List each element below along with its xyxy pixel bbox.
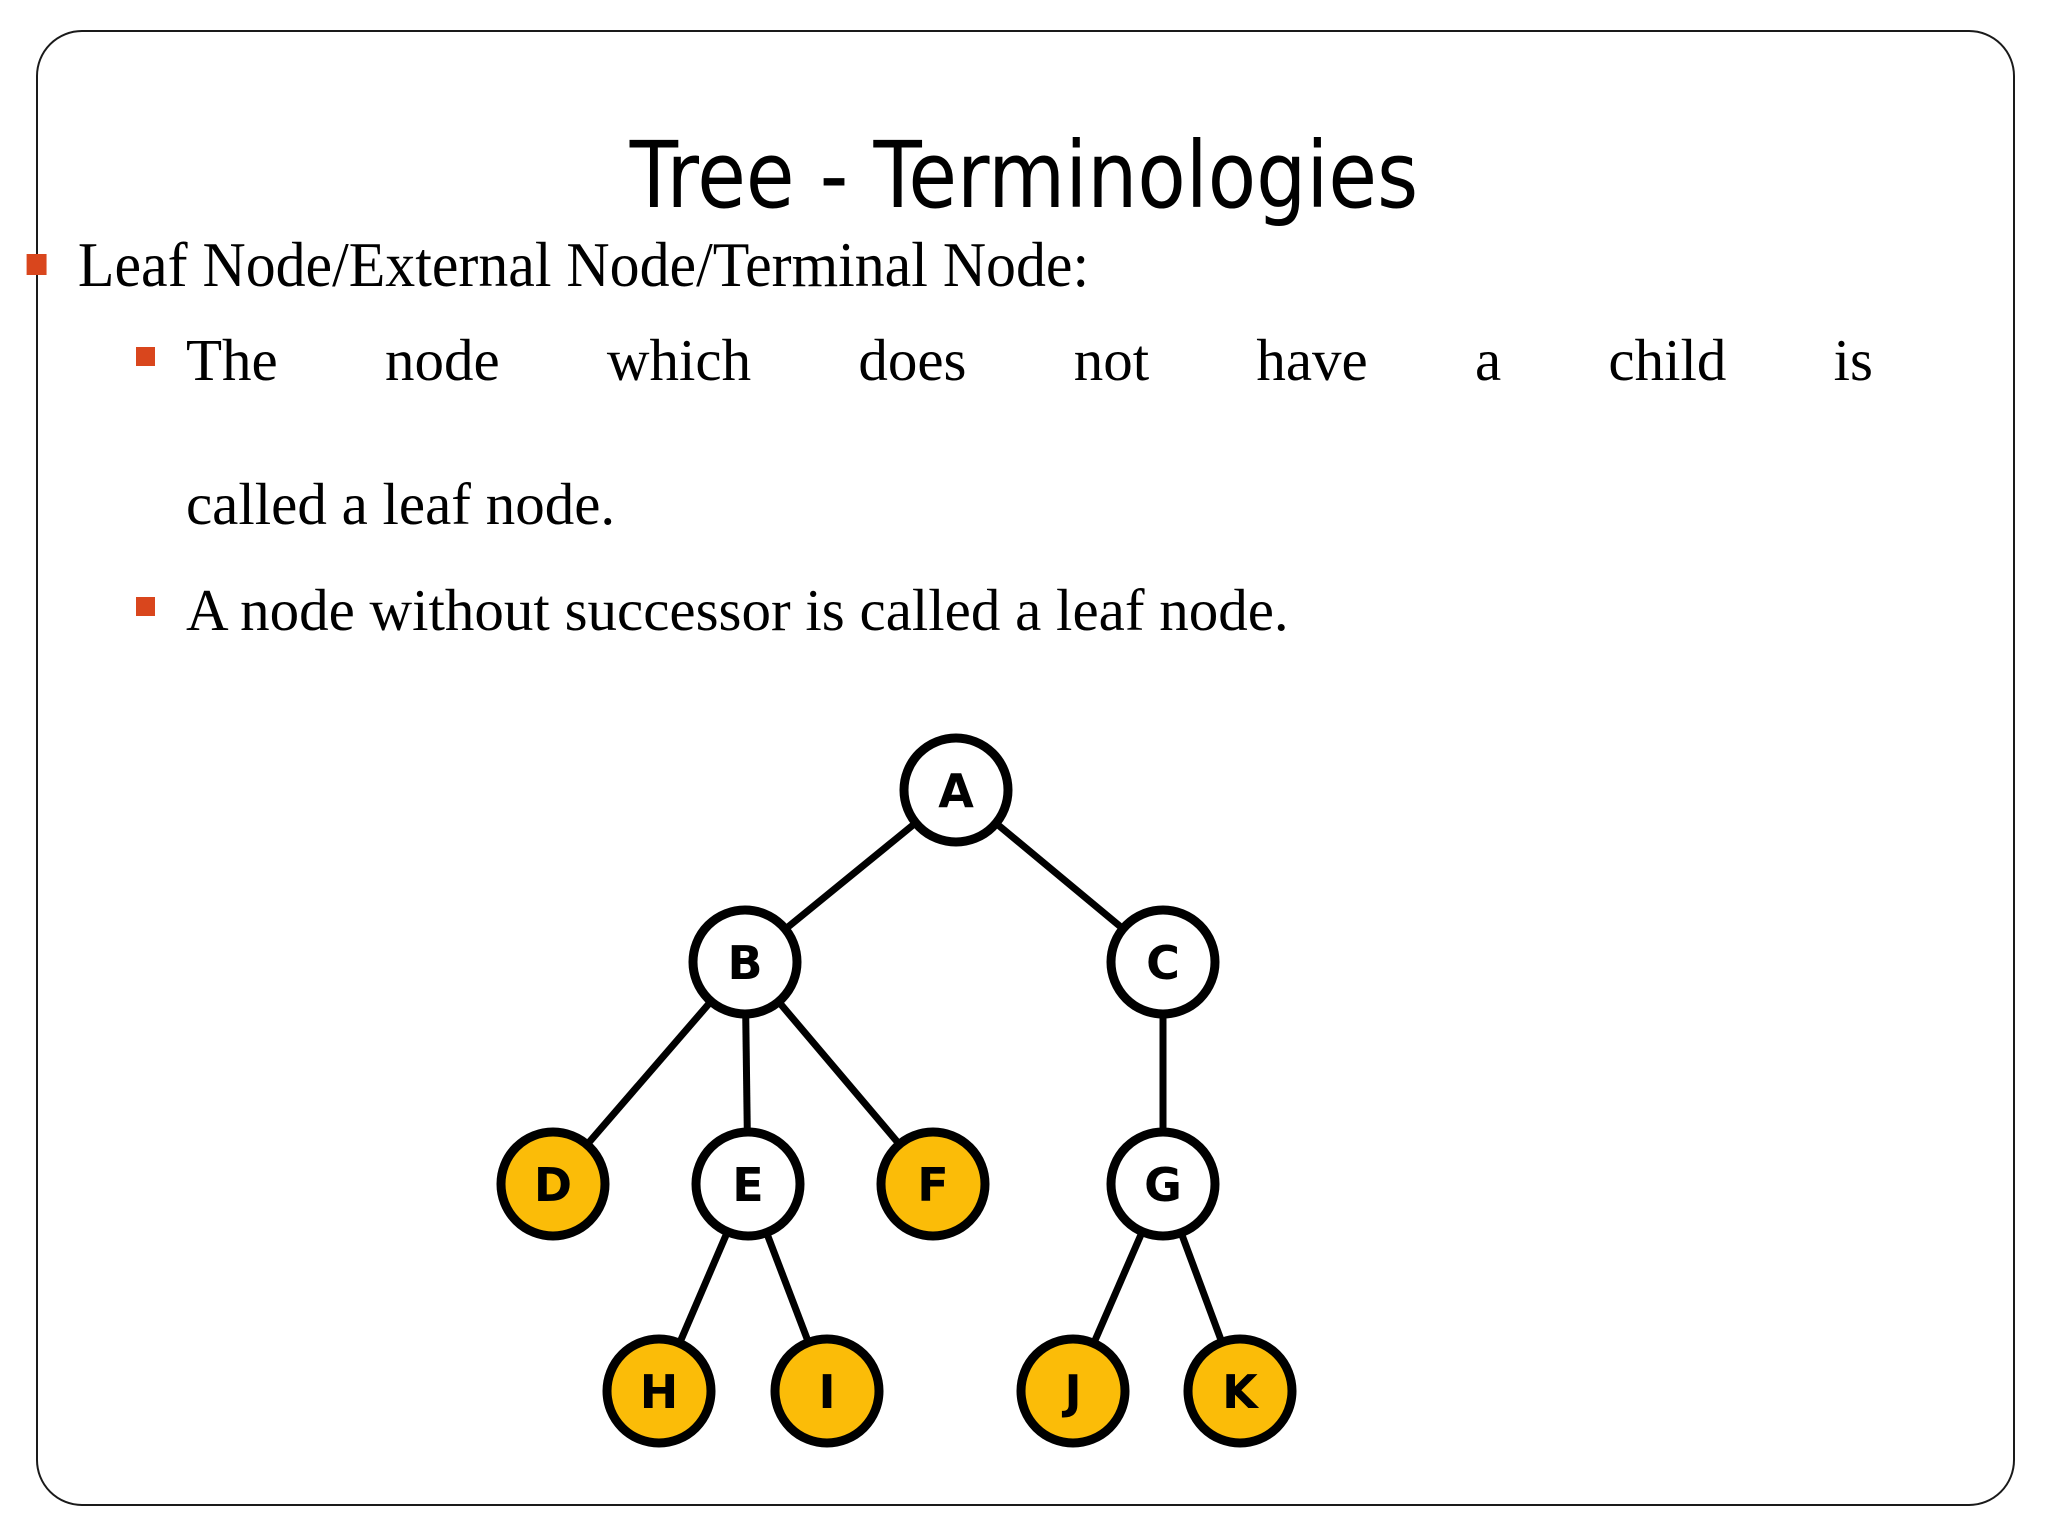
tree-node-label-d: D	[534, 1158, 572, 1212]
tree-node-circle-c	[1106, 905, 1220, 1019]
tree-node-label-c: C	[1146, 936, 1180, 990]
tree-node-g[interactable]: G	[1106, 1127, 1220, 1241]
tree-node-f[interactable]: F	[876, 1127, 990, 1241]
tree-edge-e-h	[675, 1228, 732, 1347]
tree-node-group: A B C D E F G H I J K	[496, 733, 1297, 1448]
tree-node-label-e: E	[732, 1158, 763, 1212]
tree-node-circle-e	[691, 1127, 805, 1241]
page-title: Tree - Terminologies	[629, 122, 1419, 229]
tree-edge-a-b	[781, 818, 920, 934]
tree-node-circle-a	[899, 733, 1013, 847]
tree-node-circle-k	[1183, 1334, 1297, 1448]
tree-node-label-b: B	[727, 936, 762, 990]
tree-node-c[interactable]: C	[1106, 905, 1220, 1019]
tree-edge-group	[583, 818, 1226, 1347]
bullet-level1-leaf-node-definition: Leaf Node/External Node/Terminal Node:	[0, 232, 1946, 299]
sub-bullet-group: The node which does not have a child is …	[128, 325, 1873, 647]
bullet-list: Leaf Node/External Node/Terminal Node: T…	[0, 232, 2048, 647]
bullet-level2-node-without-child: The node which does not have a child is …	[128, 325, 1873, 541]
tree-node-label-g: G	[1144, 1158, 1182, 1212]
tree-edge-b-e	[742, 1011, 751, 1135]
tree-node-d[interactable]: D	[496, 1127, 610, 1241]
tree-node-b[interactable]: B	[688, 905, 802, 1019]
tree-node-circle-i	[770, 1334, 884, 1448]
tree-node-i[interactable]: I	[770, 1334, 884, 1448]
tree-edge-a-c	[992, 819, 1127, 933]
bullet-level1-text: Leaf Node/External Node/Terminal Node:	[77, 230, 1090, 300]
tree-node-label-j: J	[1061, 1365, 1081, 1419]
bullet-marker-square-icon	[26, 254, 47, 275]
tree-edge-b-d	[583, 997, 715, 1149]
tree-node-circle-j	[1016, 1334, 1130, 1448]
bullet-marker-square-icon	[136, 346, 155, 366]
tree-node-a[interactable]: A	[899, 733, 1013, 847]
tree-node-k[interactable]: K	[1183, 1334, 1297, 1448]
tree-node-h[interactable]: H	[602, 1334, 716, 1448]
bullet-level2-node-without-successor: A node without successor is called a lea…	[128, 575, 1873, 647]
tree-node-circle-f	[876, 1127, 990, 1241]
bullet-level2-line1: The node which does not have a child is	[186, 326, 1873, 393]
tree-node-label-i: I	[818, 1365, 835, 1419]
tree-edge-e-i	[762, 1229, 813, 1346]
tree-node-circle-g	[1106, 1127, 1220, 1241]
tree-node-circle-b	[688, 905, 802, 1019]
bullet-level2-line2: called a leaf node.	[186, 470, 616, 537]
tree-node-e[interactable]: E	[691, 1127, 805, 1241]
tree-node-circle-h	[602, 1334, 716, 1448]
tree-node-label-h: H	[640, 1365, 679, 1419]
tree-node-label-a: A	[938, 764, 974, 818]
bullet-level2-text: A node without successor is called a lea…	[186, 576, 1289, 643]
bullet-marker-square-icon	[136, 596, 155, 616]
tree-node-label-k: K	[1222, 1365, 1260, 1419]
tree-edge-b-f	[774, 997, 904, 1149]
tree-node-circle-d	[496, 1127, 610, 1241]
tree-node-j[interactable]: J	[1016, 1334, 1130, 1448]
tree-node-label-f: F	[917, 1158, 948, 1212]
tree-edge-g-k	[1177, 1229, 1226, 1346]
tree-edge-g-j	[1089, 1228, 1147, 1347]
